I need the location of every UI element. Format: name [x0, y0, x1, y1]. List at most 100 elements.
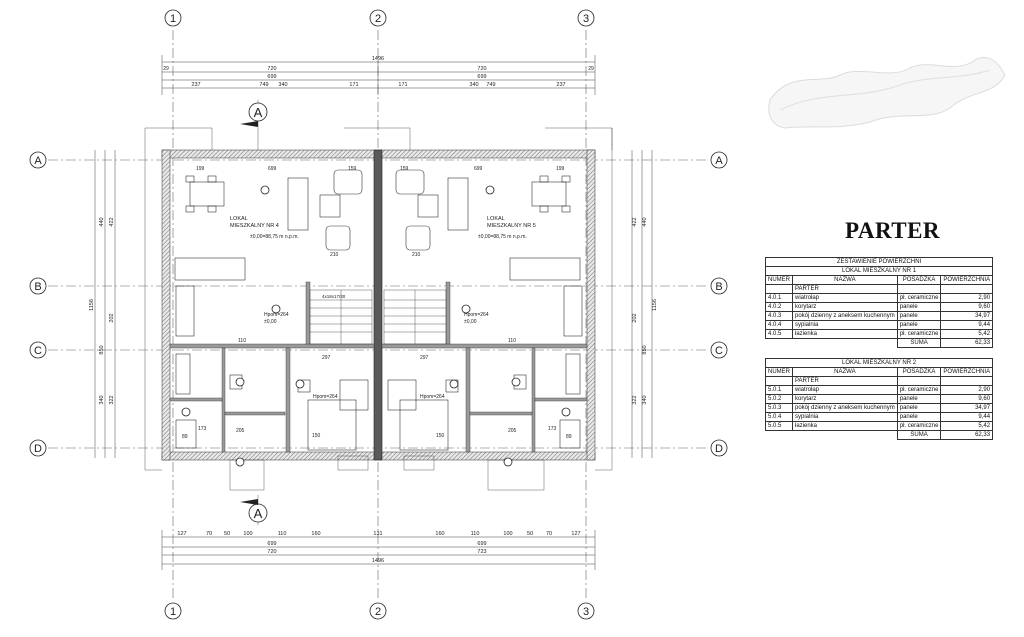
dim-bottom-seg3-9: 100 — [503, 531, 512, 537]
axis-label-3-bottom: 3 — [583, 606, 589, 618]
dim-right-322: 322 — [632, 395, 638, 404]
dim-left-202: 202 — [109, 313, 115, 322]
dim-bottom-seg3-5: 160 — [311, 531, 320, 537]
dim-top-seg1-a: 720 — [267, 66, 276, 72]
dim-top-seg3-3: 171 — [349, 82, 358, 88]
dim-top-edge-left: 29 — [163, 66, 169, 72]
axis-label-c-right: C — [715, 345, 723, 357]
table-header-row: NUMER NAZWA POSADZKA POWIERZCHNIA — [765, 275, 994, 285]
axis-label-3-top: 3 — [583, 13, 589, 25]
dim-right-440: 440 — [642, 217, 648, 226]
room-dim-699-right: 699 — [474, 166, 483, 172]
axis-label-c-left: C — [34, 345, 42, 357]
dim-bottom-seg1-b: 723 — [477, 549, 486, 555]
unit-label-right-line2: MIESZKALNY NR 5 — [487, 223, 536, 229]
level-mark-left: ±0,00=88,75 m n.p.m. — [250, 234, 299, 240]
dim-top-edge-right: 29 — [588, 66, 594, 72]
group-1-section: PARTER — [792, 284, 898, 294]
dim-right-850: 850 — [642, 345, 648, 354]
room-dim-199-left: 199 — [196, 166, 205, 172]
axis-label-d-right: D — [715, 443, 723, 455]
entrance-porches — [229, 455, 545, 491]
section-mark-bottom: A — [240, 495, 268, 525]
room-dim-110-left: 110 — [238, 338, 246, 344]
building-walls — [161, 149, 596, 461]
dim-bottom-seg2-b: 699 — [477, 541, 486, 547]
dim-left-422: 422 — [109, 217, 115, 226]
axis-bubbles-top: 1 2 3 — [164, 9, 595, 27]
dim-left-340: 340 — [99, 395, 105, 404]
dim-bottom-seg3-0: 127 — [177, 531, 186, 537]
dim-top-seg3-6: 749 — [486, 82, 495, 88]
room-dim-110-right: 110 — [508, 338, 516, 344]
dim-bottom-seg3-6: 131 — [373, 531, 382, 537]
dim-bottom-seg3-3: 100 — [243, 531, 252, 537]
dim-top-seg3-0: 237 — [191, 82, 200, 88]
dimension-chain-top: 1496 720 720 699 699 29 29 237 749 340 1… — [161, 55, 596, 95]
room-dim-210-right: 210 — [412, 252, 421, 258]
dim-top-seg3-7: 237 — [556, 82, 565, 88]
room-dim-699-left: 699 — [268, 166, 277, 172]
room-dim-159-right: 159 — [400, 166, 409, 172]
site-outline — [144, 127, 613, 471]
furniture-left-unit — [174, 169, 369, 451]
axis-label-b-left: B — [34, 281, 41, 293]
room-dim-205-left: 205 — [236, 428, 245, 434]
dim-right-202: 202 — [632, 313, 638, 322]
room-dim-297-right: 297 — [420, 355, 429, 361]
dim-bottom-seg3-7: 160 — [435, 531, 444, 537]
dim-bottom-seg3-11: 70 — [546, 531, 552, 537]
room-height-right: Hpom=264 — [464, 312, 489, 318]
room-dim-173-left: 173 — [198, 426, 207, 432]
axis-label-a-right: A — [715, 155, 723, 167]
level-zero-right: ±0,00 — [464, 319, 477, 325]
axis-label-b-right: B — [715, 281, 722, 293]
floor-plan-drawing: 1 2 3 1 2 3 A B C D A B C D — [29, 9, 728, 620]
dim-top-total: 1496 — [372, 56, 384, 62]
room-height-bed-left: Hpom=264 — [313, 394, 338, 400]
dimension-chain-left: 1156 440 422 202 850 340 322 — [89, 150, 116, 458]
axis-bubbles-right: A B C D — [710, 151, 728, 457]
dim-bottom-seg2-a: 699 — [267, 541, 276, 547]
dim-bottom-total: 1496 — [372, 558, 384, 564]
axis-bubbles-left: A B C D — [29, 151, 47, 457]
room-dim-199-right: 199 — [556, 166, 565, 172]
unit-label-right-line1: LOKAL — [487, 216, 505, 222]
level-mark-right: ±0,00=88,75 m n.p.m. — [478, 234, 527, 240]
axis-label-1-top: 1 — [170, 13, 176, 25]
dim-bottom-seg3-10: 50 — [527, 531, 533, 537]
dimension-chain-right: 1156 440 422 202 850 340 322 — [631, 150, 658, 458]
room-height-bed-right: Hpom=264 — [420, 394, 445, 400]
dim-top-seg3-1: 749 — [259, 82, 268, 88]
dim-left-850: 850 — [99, 345, 105, 354]
axis-label-a-left: A — [34, 155, 42, 167]
dim-left-total: 1156 — [89, 299, 95, 311]
dim-top-seg2-a: 699 — [267, 74, 276, 80]
axis-label-2-top: 2 — [375, 13, 381, 25]
dim-bottom-seg3-2: 50 — [224, 531, 230, 537]
dim-top-seg3-4: 171 — [398, 82, 407, 88]
axis-label-2-bottom: 2 — [375, 606, 381, 618]
dim-bottom-seg3-12: 127 — [571, 531, 580, 537]
dim-right-340: 340 — [642, 395, 648, 404]
room-dim-89-left: 89 — [182, 434, 188, 440]
svg-text:A: A — [254, 506, 263, 521]
dim-left-440: 440 — [99, 217, 105, 226]
axis-bubbles-bottom: 1 2 3 — [164, 602, 595, 620]
group-2-name: LOKAL MIESZKALNY NR 2 — [764, 358, 994, 368]
unit-label-left-line2: MIESZKALNY NR 4 — [230, 223, 279, 229]
dim-bottom-seg3-1: 70 — [206, 531, 212, 537]
room-dim-89-right: 89 — [566, 434, 572, 440]
room-dim-297-left: 297 — [322, 355, 331, 361]
svg-text:A: A — [254, 105, 263, 120]
